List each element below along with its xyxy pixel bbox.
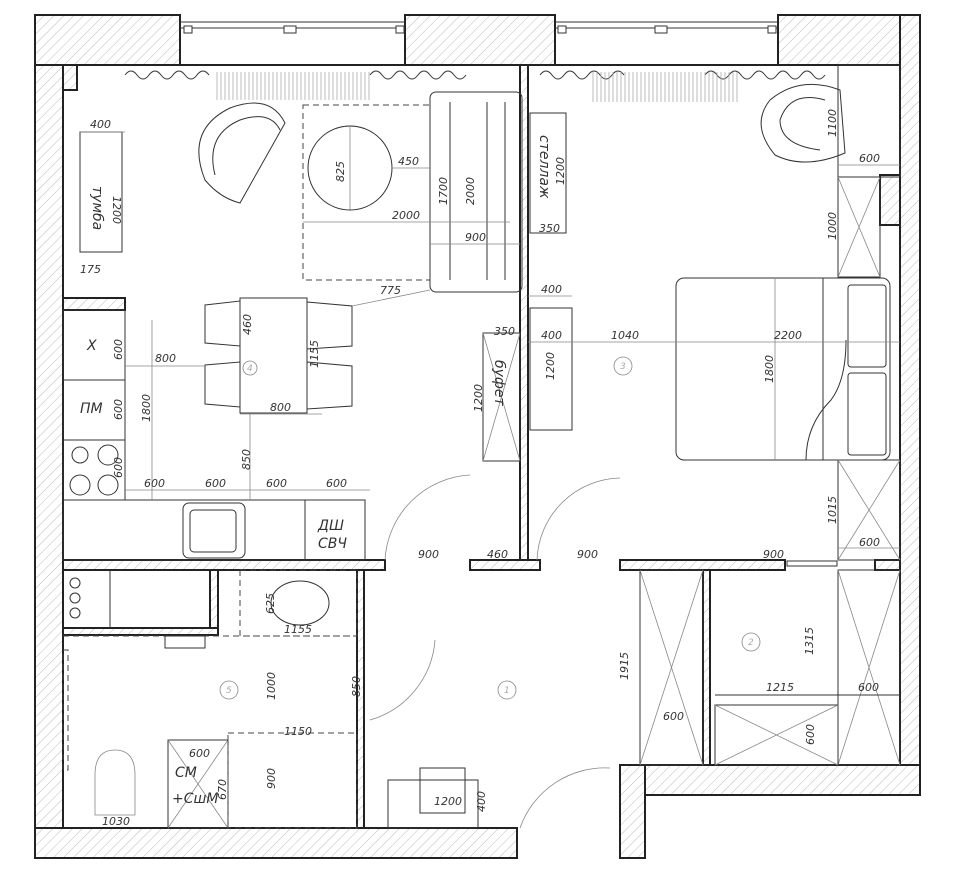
appliance-label: СВЧ — [318, 536, 347, 552]
dim: 1700 — [437, 177, 450, 205]
dim: 350 — [539, 222, 560, 235]
dim: 1800 — [140, 394, 153, 422]
dimension-lines — [80, 126, 900, 549]
dim: 600 — [189, 747, 210, 760]
dim: 600 — [663, 710, 684, 723]
bedroom-labels: стеллаж 1200 350 400 400 1200 1040 2200 … — [536, 109, 880, 561]
dim: 900 — [577, 548, 598, 561]
lower-furniture — [62, 569, 901, 829]
dim: 600 — [144, 477, 165, 490]
dim: 1200 — [472, 384, 485, 412]
dim: 1200 — [110, 196, 123, 224]
furniture-label: тумба — [89, 186, 105, 230]
dim: 625 — [264, 593, 277, 614]
furniture-label: стеллаж — [536, 135, 552, 199]
room-number: 2 — [748, 638, 754, 648]
dim: 800 — [155, 352, 176, 365]
dim: 600 — [858, 681, 879, 694]
exterior-walls — [34, 14, 921, 859]
dim: 600 — [205, 477, 226, 490]
dim: 600 — [326, 477, 347, 490]
bedroom-furniture — [529, 64, 901, 567]
room-number: 5 — [226, 686, 232, 696]
dim: 1915 — [618, 652, 631, 680]
dim: 1000 — [826, 212, 839, 240]
dim: 400 — [541, 283, 562, 296]
dim: 1015 — [826, 496, 839, 524]
dim: 1155 — [284, 623, 312, 636]
living-labels: 400 1200 тумба 175 825 450 2000 1700 200… — [80, 118, 515, 561]
dim: 600 — [112, 457, 125, 478]
dim: 450 — [398, 155, 419, 168]
dim: 775 — [380, 284, 401, 297]
dim: 670 — [216, 779, 229, 800]
dim: 1150 — [284, 725, 312, 738]
dim: 825 — [334, 161, 347, 182]
furniture-label: буфет — [491, 360, 507, 407]
dim: 800 — [270, 401, 291, 414]
appliance-label: СМ — [175, 765, 197, 781]
room-number: 1 — [504, 686, 510, 696]
dim: 1215 — [766, 681, 794, 694]
interior-walls — [62, 64, 901, 829]
windows — [180, 21, 778, 66]
dim: 2200 — [774, 329, 802, 342]
dim: 1200 — [554, 157, 567, 185]
dishwasher-label: ПМ — [80, 401, 103, 417]
dim: 350 — [494, 325, 515, 338]
dim: 1040 — [611, 329, 639, 342]
dim: 600 — [112, 399, 125, 420]
dim: 600 — [804, 724, 817, 745]
appliance-label: ДШ — [317, 518, 344, 534]
dim: 850 — [240, 449, 253, 470]
room-markers: 4 3 5 1 2 — [219, 356, 761, 700]
dim: 900 — [465, 231, 486, 244]
dim: 600 — [112, 339, 125, 360]
dim: 175 — [80, 263, 101, 276]
dim: 400 — [541, 329, 562, 342]
dim: 2000 — [464, 177, 477, 205]
dim: 460 — [241, 314, 254, 335]
dim: 1100 — [826, 109, 839, 137]
dim: 850 — [350, 676, 363, 697]
dim: 600 — [859, 536, 880, 549]
fridge-label: Х — [86, 338, 97, 354]
dim: 600 — [266, 477, 287, 490]
dim: 900 — [763, 548, 784, 561]
bath-hall-labels: 625 1155 1000 850 1150 600 900 СМ +СшМ 6… — [102, 593, 879, 828]
dim: 1000 — [265, 672, 278, 700]
dim: 1030 — [102, 815, 130, 828]
dim: 1200 — [544, 352, 557, 380]
dim: 400 — [90, 118, 111, 131]
dim: 2000 — [392, 209, 420, 222]
living-furniture — [62, 91, 523, 561]
dim: 1315 — [803, 627, 816, 655]
dim: 1155 — [308, 340, 321, 368]
dim: 460 — [487, 548, 508, 561]
room-number: 3 — [620, 362, 626, 372]
dim: 1200 — [434, 795, 462, 808]
radiator — [590, 72, 740, 102]
dim: 600 — [859, 152, 880, 165]
appliance-label: +СшМ — [172, 791, 218, 807]
room-number: 4 — [247, 364, 253, 374]
dim: 900 — [265, 768, 278, 789]
dim: 400 — [475, 791, 488, 812]
radiator — [215, 72, 370, 100]
dim: 1800 — [763, 355, 776, 383]
dim: 900 — [418, 548, 439, 561]
